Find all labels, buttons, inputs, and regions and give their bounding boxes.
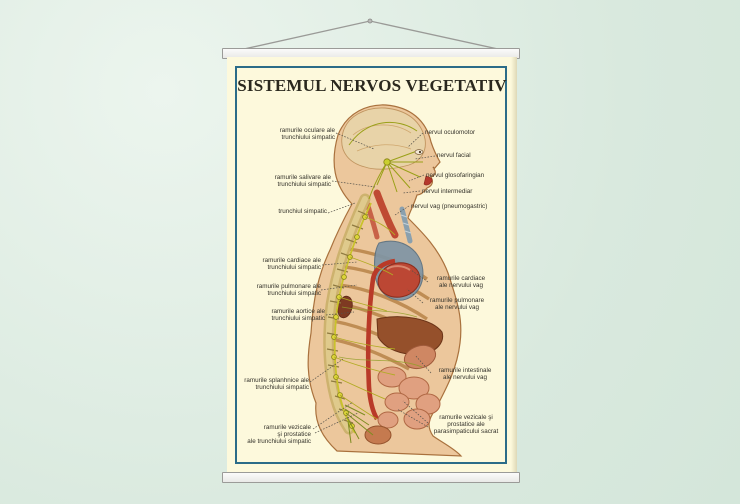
label-nerv-glosofaringian: nervul glosofaringian (426, 172, 485, 179)
label-ramuri-aortice: ramurile aortice ale trunchiului simpati… (271, 308, 325, 322)
label-nerv-facial: nervul facial (437, 152, 471, 159)
label-ramuri-vezicale-simpatic: ramurile vezicale şi prostatice ale trun… (247, 424, 311, 445)
intestines (377, 366, 441, 430)
brain (341, 107, 426, 170)
bottom-rail (222, 472, 520, 483)
poster-title: SISTEMUL NERVOS VEGETATIV (237, 76, 507, 95)
label-nerv-oculomotor: nervul oculomotor (425, 129, 476, 136)
label-ramuri-cardiace-vag: ramurile cardiace ale nervului vag (436, 275, 486, 289)
label-nerv-intermediar: nervul intermediar (422, 188, 473, 195)
lips (423, 175, 433, 186)
label-ramuri-pulmonare-simpatic: ramurile pulmonare ale trunchiului simpa… (256, 283, 321, 297)
nerve-branches (333, 216, 396, 420)
label-ramuri-vezicale-parasimpatic: ramurile vezicale şi prostatice ale para… (433, 414, 499, 435)
label-ramuri-salivare: ramurile salivare ale trunchiului simpat… (274, 174, 331, 188)
label-trunchi-simpatic: trunchiul simpatic (278, 208, 327, 215)
anatomical-figure (307, 104, 463, 457)
label-ramuri-splanhnice: ramurile splanhnice ale trunchiului simp… (244, 377, 309, 391)
label-ramuri-pulmonare-vag: ramurile pulmonare ale nervului vag (429, 297, 485, 311)
bladder (364, 425, 392, 445)
sacral-nerves (344, 404, 374, 444)
anatomy-poster: SISTEMUL NERVOS VEGETATIV (227, 57, 517, 477)
label-ramuri-oculare: ramurile oculare ale trunchiului simpati… (279, 127, 335, 141)
poster-border-frame (235, 66, 507, 464)
label-nerv-vag: nervul vag (pneumogastric) (411, 203, 488, 210)
stomach (403, 344, 437, 370)
leader-lines (309, 132, 436, 434)
string-knot (367, 18, 373, 24)
label-ramuri-intestinale-vag: ramurile intestinale ale nervului vag (438, 367, 492, 381)
cranial-nerves (348, 121, 423, 200)
label-ramuri-cardiace-simpatic: ramurile cardiace ale trunchiului simpat… (262, 257, 321, 271)
sympathetic-trunk (333, 202, 372, 434)
